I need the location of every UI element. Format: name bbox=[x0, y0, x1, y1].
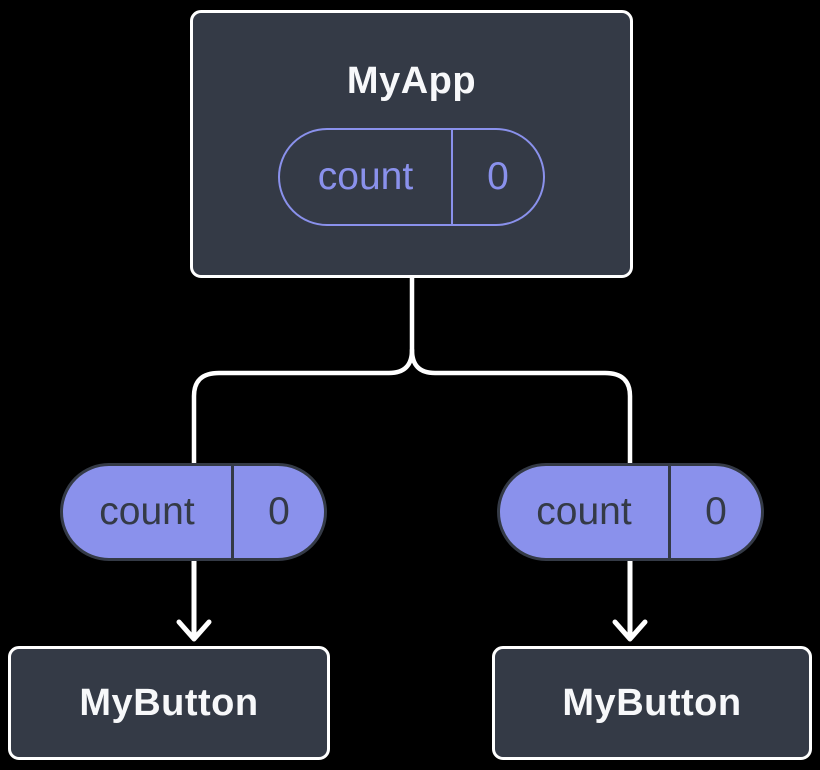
prop-pill-right: count 0 bbox=[497, 463, 764, 561]
myapp-title: MyApp bbox=[346, 60, 477, 102]
mybutton-left-title: MyButton bbox=[79, 681, 259, 724]
state-pill-label: count bbox=[317, 155, 414, 198]
state-pill: count 0 bbox=[278, 128, 545, 226]
prop-pill-left-value: 0 bbox=[231, 466, 324, 558]
mybutton-node-right: MyButton bbox=[492, 646, 812, 760]
arrow-down-icon bbox=[176, 558, 212, 642]
mybutton-right-title: MyButton bbox=[562, 681, 742, 724]
connector-parent-to-left-pill bbox=[191, 274, 415, 471]
arrow-down-icon bbox=[612, 558, 648, 642]
prop-pill-right-label: count bbox=[536, 490, 632, 533]
prop-pill-left-label: count bbox=[99, 490, 195, 533]
prop-pill-right-value: 0 bbox=[668, 466, 761, 558]
connector-parent-to-right-pill bbox=[409, 347, 633, 471]
prop-pill-left: count 0 bbox=[60, 463, 327, 561]
state-pill-value: 0 bbox=[451, 130, 543, 224]
myapp-node: MyApp bbox=[190, 10, 633, 278]
mybutton-node-left: MyButton bbox=[8, 646, 330, 760]
